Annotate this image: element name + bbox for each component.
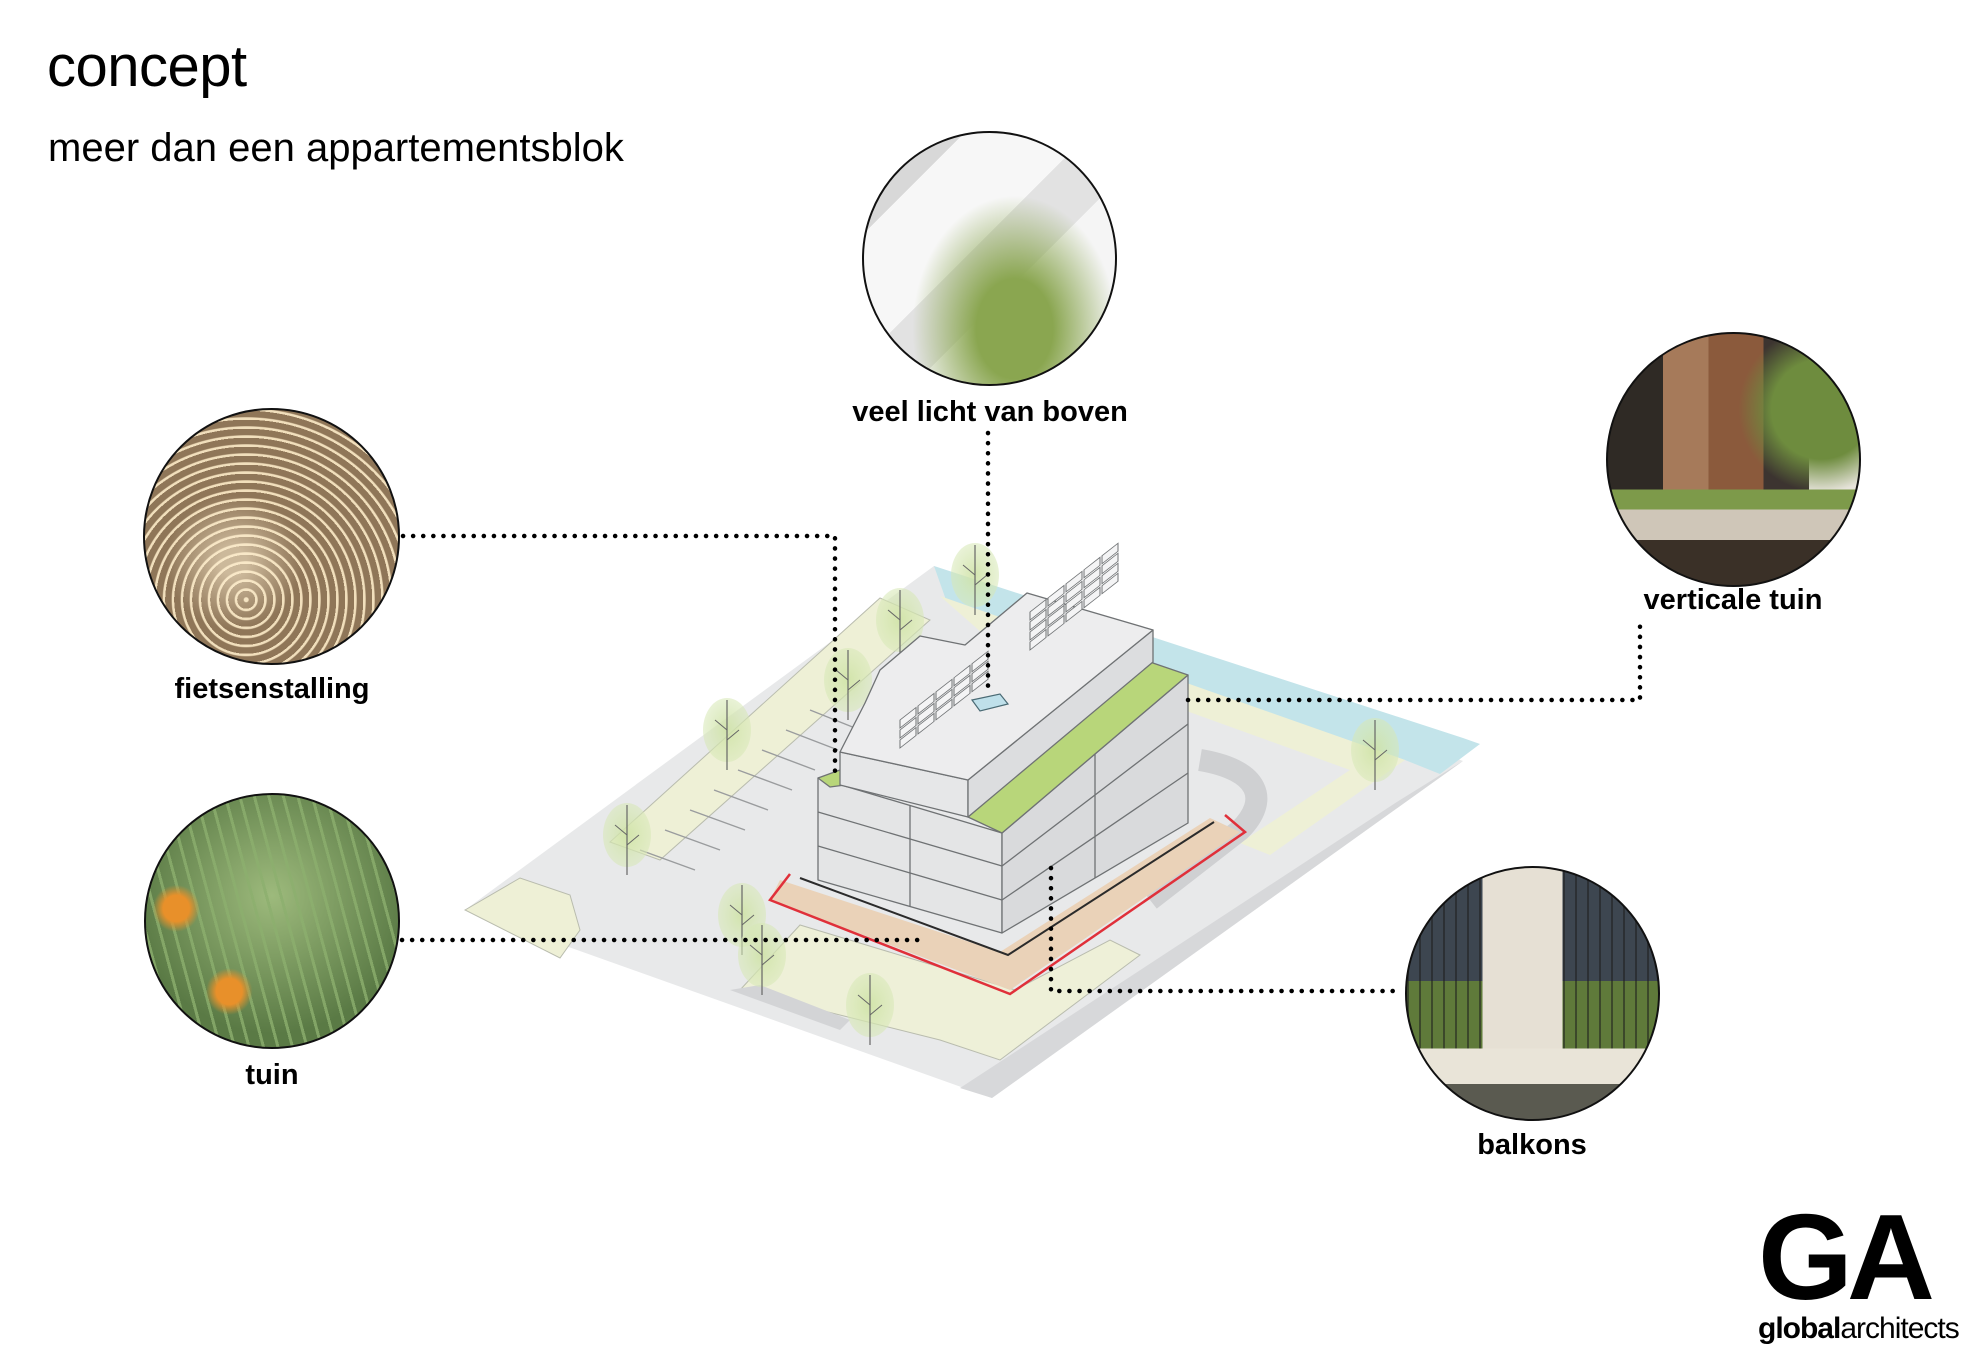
logo-word-regular: architects [1840, 1312, 1959, 1345]
label-balkons: balkons [1477, 1129, 1587, 1161]
tree-icon [824, 648, 872, 720]
logo-word-bold: global [1758, 1312, 1841, 1345]
leader-lines [399, 430, 1643, 994]
photo-bubble-balkons [1405, 866, 1660, 1121]
trees [603, 543, 1399, 1045]
photo-bubble-verticale-tuin [1606, 332, 1861, 587]
path-diagonal [730, 985, 850, 1030]
page-title: concept [47, 34, 247, 99]
skylight-icon [970, 693, 1010, 712]
tree-icon [876, 588, 924, 660]
label-fietsenstalling: fietsenstalling [174, 673, 370, 705]
tree-icon [1351, 718, 1399, 790]
front-lawn [739, 924, 1141, 1061]
logo-mark: GA [1758, 1189, 1935, 1325]
label-veel-licht-van-boven: veel licht van boven [852, 396, 1128, 428]
label-tuin: tuin [245, 1059, 299, 1091]
tree-icon [846, 973, 894, 1045]
photo-bubble-tuin [144, 793, 400, 1049]
tree-icon [703, 698, 751, 770]
tree-icon [951, 543, 999, 615]
leader-line-balkons [1048, 865, 1405, 994]
tree-icon [603, 803, 651, 875]
lawn-left-tip [463, 877, 581, 959]
photo-bubble-fietsenstalling [143, 408, 400, 665]
site-boundary [767, 814, 1248, 996]
logo-wordmark: globalarchitects [1758, 1312, 1960, 1345]
photo-bubble-veel-licht-van-boven [862, 131, 1117, 386]
page-subtitle: meer dan een appartementsblok [48, 126, 624, 170]
plinth-edge [799, 821, 1215, 957]
drive-curve [1143, 749, 1268, 909]
road-band [960, 761, 1463, 1098]
globalarchitects-logo: GA globalarchitects [1758, 1189, 1960, 1345]
label-verticale-tuin: verticale tuin [1643, 584, 1823, 616]
leader-line-verticale-tuin [1185, 620, 1643, 703]
